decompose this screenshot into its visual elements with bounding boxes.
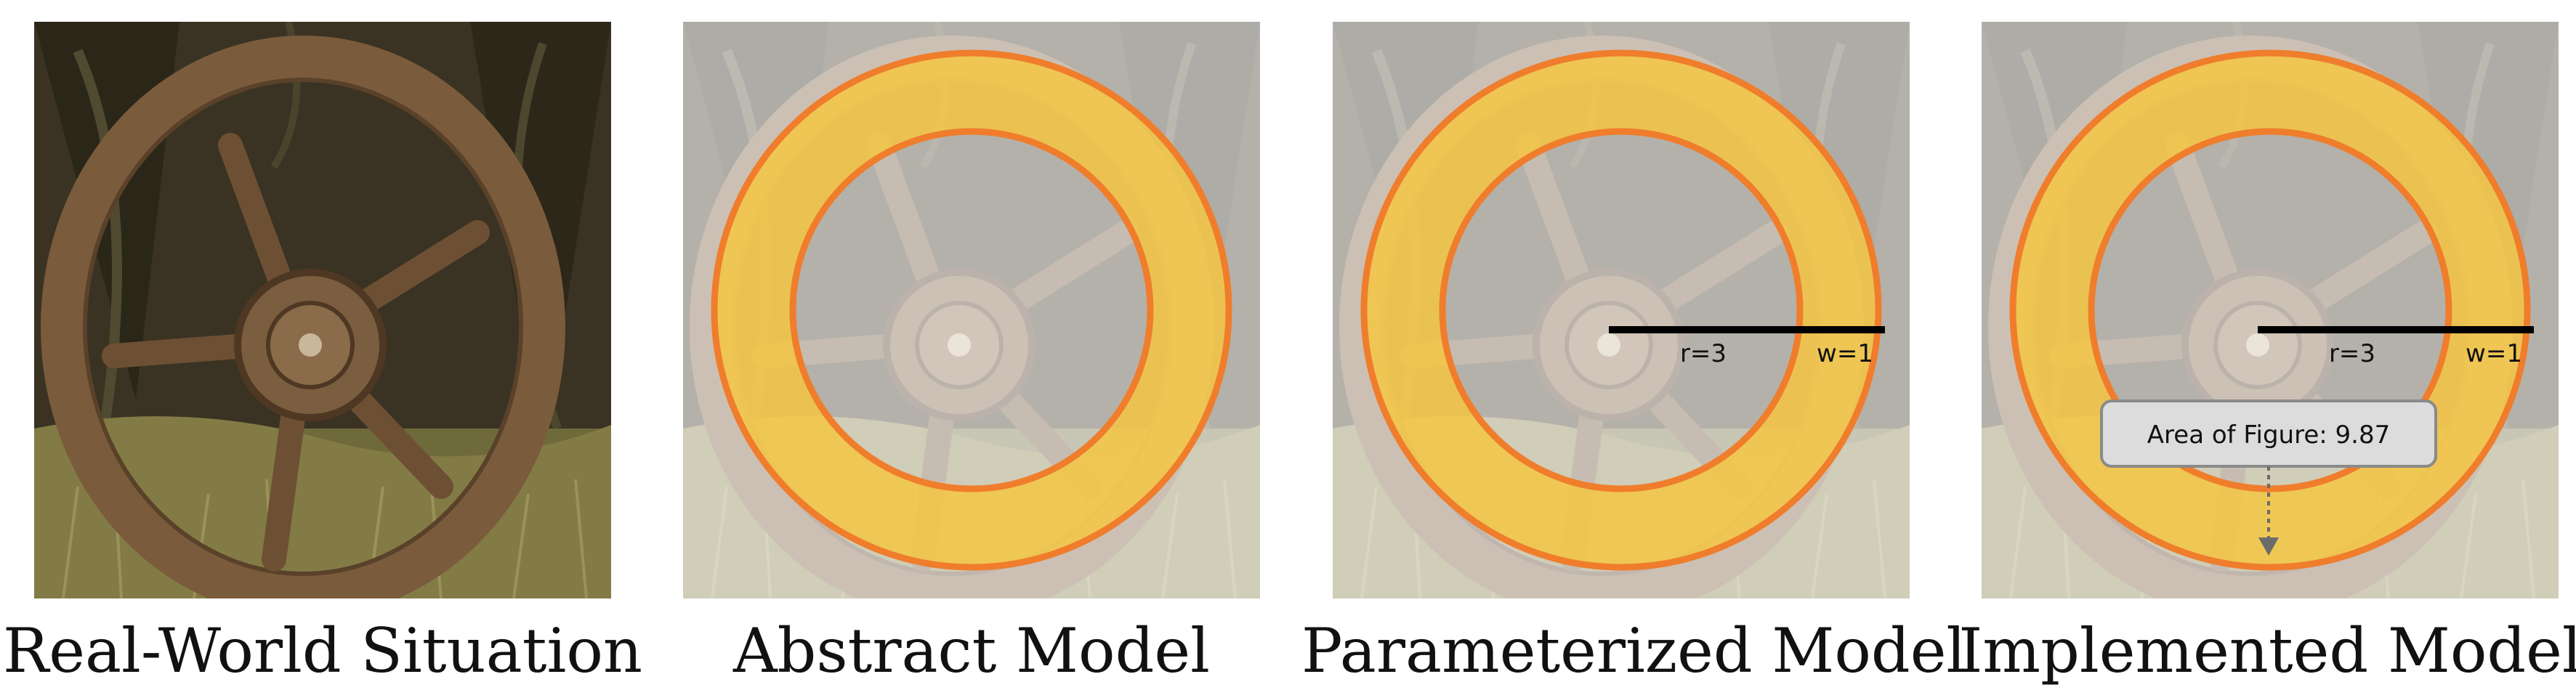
inner-circle [789,128,1154,492]
inner-circle [2088,128,2452,492]
area-callout-text: Area of Figure: 9.87 [2147,421,2390,450]
callout-arrowhead [2258,537,2279,556]
annulus-fill [714,53,1229,567]
parameterized-model-panel: r=3 w=1 [1333,22,1910,598]
implemented-model-graphic: r=3 w=1 Area of Figure: 9.87 [1982,22,2559,598]
inner-circle [1439,128,1804,492]
width-label: w=1 [1817,339,1873,368]
parameterized-model-graphic: r=3 w=1 [1333,22,1910,598]
caption-abstract-model: Abstract Model [733,615,1210,686]
caption-real-world: Real-World Situation [3,615,643,686]
abstract-model-panel [683,22,1260,598]
radius-label: r=3 [1680,339,1727,368]
caption-implemented-model: Implemented Model [1958,615,2576,686]
wagon-wheel-photo [34,22,611,598]
annulus-fill [1364,53,1878,567]
radius-label: r=3 [2329,339,2375,368]
implemented-model-panel: r=3 w=1 Area of Figure: 9.87 [1982,22,2559,598]
outer-circle [711,49,1232,571]
real-world-photo-panel [34,22,611,598]
outer-circle [1360,49,1882,571]
caption-parameterized-model: Parameterized Model [1301,615,1966,686]
abstract-model-graphic [683,22,1260,598]
width-label: w=1 [2466,339,2522,368]
outer-circle [2009,49,2531,571]
